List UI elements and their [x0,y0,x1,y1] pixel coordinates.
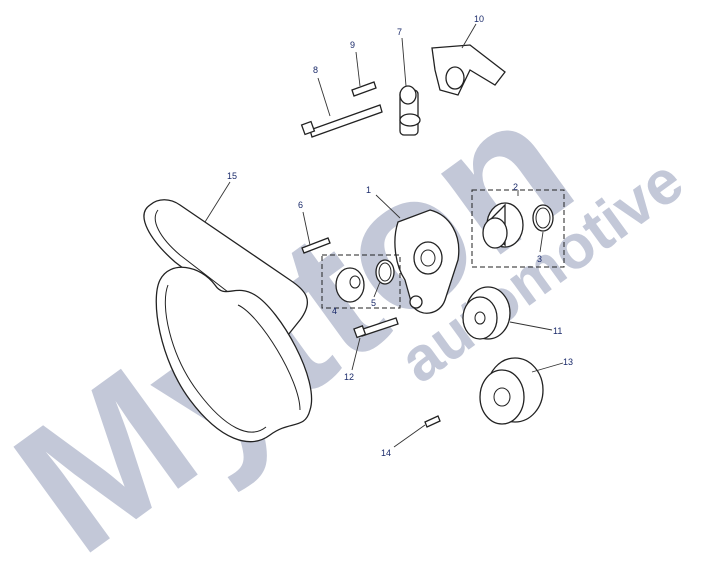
callout-8: 8 [313,65,318,75]
bolts [300,81,441,428]
tensioner-damper [399,85,421,136]
callout-2: 2 [513,182,518,192]
assembly-box-4 [321,254,401,309]
pulley-hub [482,202,554,249]
callout-4: 4 [332,306,337,316]
callout-3: 3 [537,254,542,264]
callout-14: 14 [381,448,391,458]
drive-belt [143,199,313,443]
callout-9: 9 [350,40,355,50]
bracket [431,44,506,96]
idler-pulley-11 [462,286,511,340]
callout-13: 13 [563,357,573,367]
callout-7: 7 [397,27,402,37]
callout-10: 10 [474,14,484,24]
leader-lines [204,23,564,448]
watermark: Mytton automotive [0,56,696,567]
callout-1: 1 [366,185,371,195]
idler-bush [335,259,395,303]
idler-pulley-13 [479,357,544,425]
callout-6: 6 [298,200,303,210]
callout-5: 5 [371,298,376,308]
callout-15: 15 [227,171,237,181]
assembly-box-2 [471,189,565,268]
callout-11: 11 [553,326,562,336]
tensioner-arm [394,209,460,314]
callout-12: 12 [344,372,354,382]
